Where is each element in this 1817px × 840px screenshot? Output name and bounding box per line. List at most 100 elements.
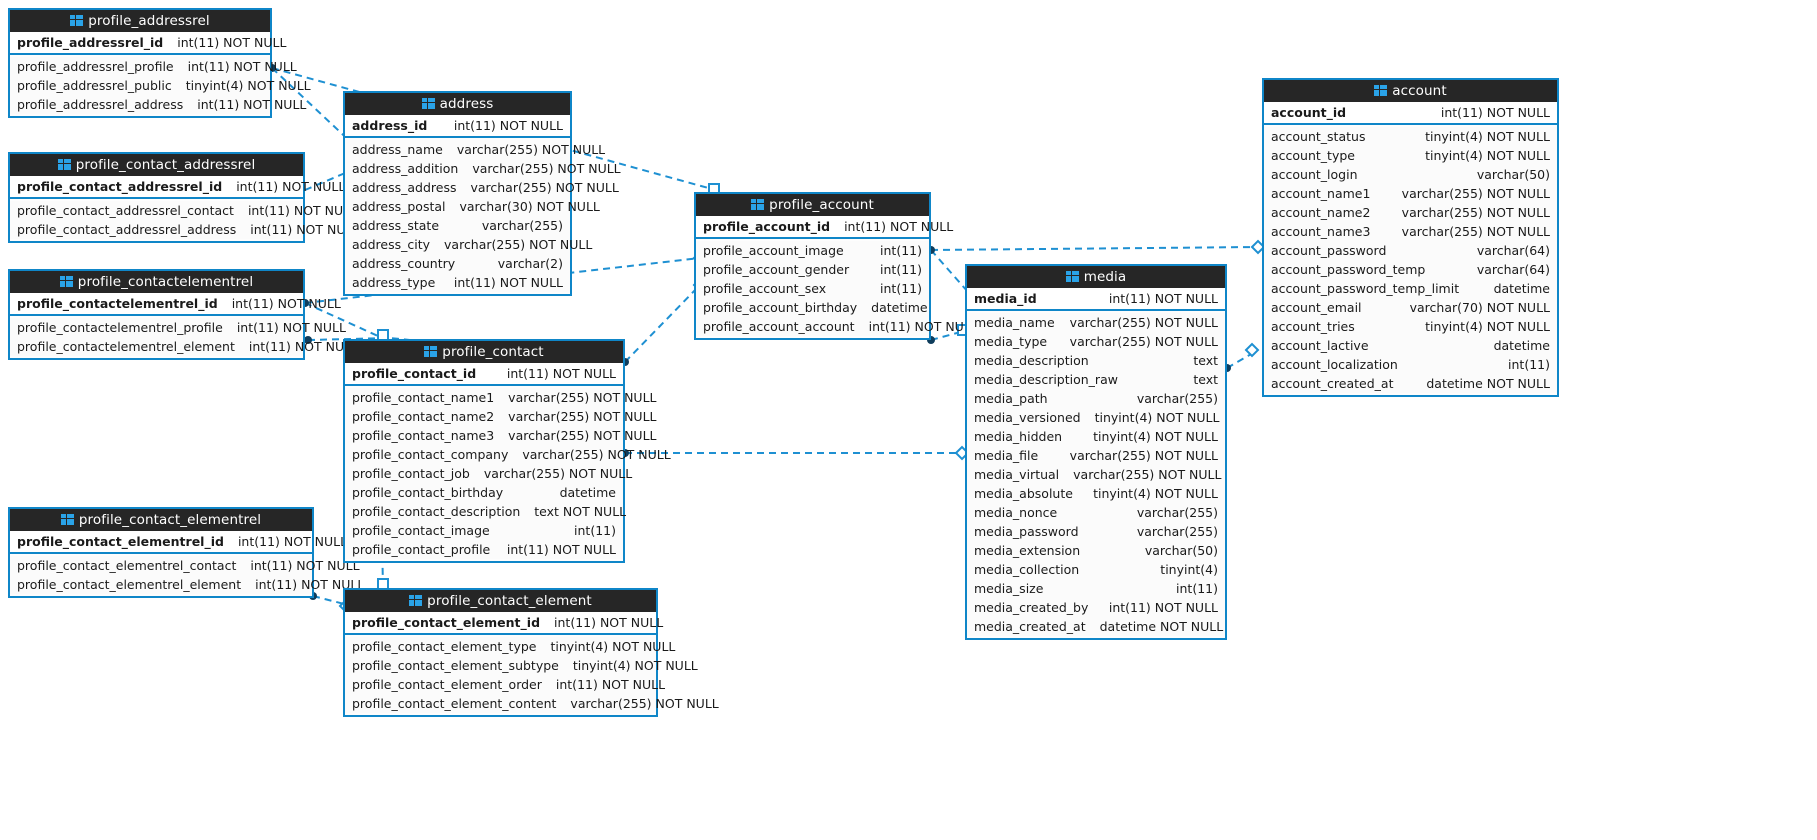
column-name: profile_contact_elementrel_contact xyxy=(17,558,237,573)
table-icon xyxy=(57,159,71,170)
column-name: account_name1 xyxy=(1271,186,1371,201)
table-header[interactable]: profile_contactelementrel xyxy=(10,271,303,293)
table-header[interactable]: account xyxy=(1264,80,1557,102)
column-type: int(11) xyxy=(880,262,922,277)
table-header[interactable]: profile_contact_element xyxy=(345,590,656,612)
table-header[interactable]: address xyxy=(345,93,570,115)
table-header[interactable]: profile_contact xyxy=(345,341,623,363)
table-header[interactable]: profile_addressrel xyxy=(10,10,270,32)
table-header[interactable]: profile_account xyxy=(696,194,929,216)
table-header[interactable]: profile_contact_elementrel xyxy=(10,509,312,531)
table-header[interactable]: profile_contact_addressrel xyxy=(10,154,303,176)
table-header[interactable]: media xyxy=(967,266,1225,288)
